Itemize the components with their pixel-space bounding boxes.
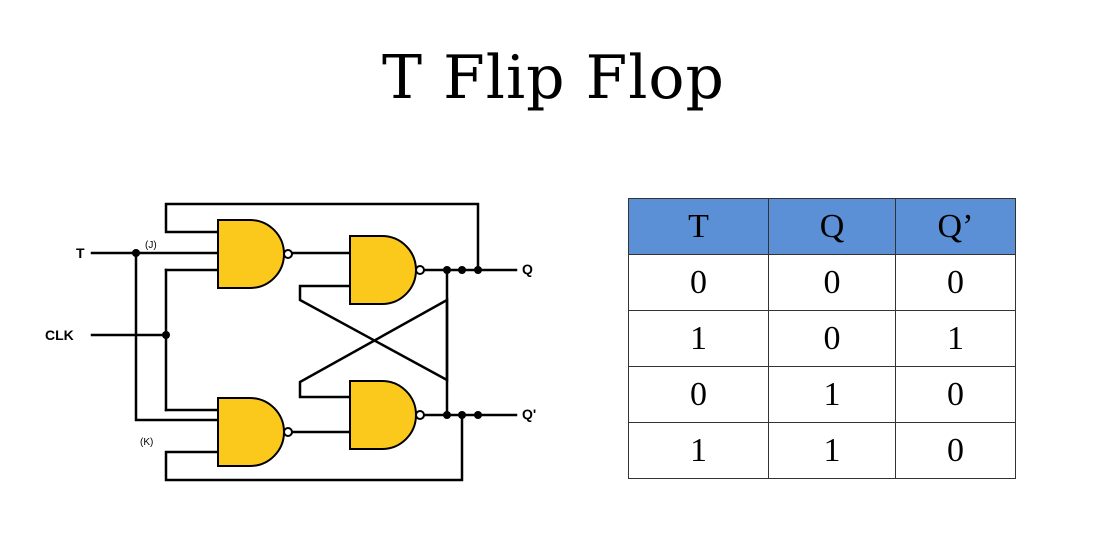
feedback-wire-bottom [164, 413, 464, 482]
cell-q-bar: 0 [895, 254, 1016, 311]
cell-q: 1 [768, 366, 896, 423]
cell-t: 1 [628, 310, 769, 367]
t-flip-flop-circuit-diagram: T CLK Q Q' (J) (K) [45, 202, 536, 482]
table-row: 1 1 0 [628, 422, 1016, 479]
nand-gate-upper-input [217, 219, 285, 289]
k-label: (K) [140, 437, 153, 448]
t-branch-wire [134, 251, 220, 422]
junction-dot-q-2 [458, 266, 466, 274]
cell-t: 0 [628, 366, 769, 423]
inversion-bubble-upper-output [415, 265, 425, 275]
junction-dot-q-bar-2 [458, 411, 466, 419]
cross-wire-q-bar [298, 297, 449, 417]
cell-t: 1 [628, 422, 769, 479]
junction-dot-q-3 [474, 266, 482, 274]
header-t: T [628, 198, 769, 255]
table-row: 0 1 0 [628, 366, 1016, 423]
q-bar-output-label: Q' [522, 406, 536, 422]
t-input-label: T [76, 245, 85, 261]
junction-dot-q-bar-3 [474, 411, 482, 419]
table-row: 0 0 0 [628, 254, 1016, 311]
cell-q-bar: 0 [895, 422, 1016, 479]
junction-dot-q-bar-1 [443, 411, 451, 419]
page-title: T Flip Flop [382, 43, 725, 113]
cell-q: 1 [768, 422, 896, 479]
nand-gate-lower-input [217, 397, 285, 467]
cell-q: 0 [768, 310, 896, 367]
nand-gate-upper-output [349, 235, 417, 305]
truth-table-header-row: T Q Q’ [628, 198, 1016, 255]
header-q: Q [768, 198, 896, 255]
junction-dot-clk [162, 331, 170, 339]
table-row: 1 0 1 [628, 310, 1016, 367]
feedback-wire-top [164, 202, 480, 272]
junction-dot-q-1 [443, 266, 451, 274]
j-label: (J) [145, 240, 157, 251]
inversion-bubble-lower-output [415, 410, 425, 420]
cell-q-bar: 1 [895, 310, 1016, 367]
truth-table: T Q Q’ 0 0 0 1 0 1 0 1 0 1 1 0 [628, 198, 1016, 479]
header-q-bar: Q’ [895, 198, 1016, 255]
q-output-label: Q [522, 261, 533, 277]
cell-t: 0 [628, 254, 769, 311]
inversion-bubble-lower-input [283, 427, 293, 437]
clk-input-label: CLK [45, 327, 74, 343]
cell-q-bar: 0 [895, 366, 1016, 423]
nand-gate-lower-output [349, 380, 417, 450]
inversion-bubble-upper-input [283, 249, 293, 259]
junction-dot-t [132, 249, 140, 257]
cell-q: 0 [768, 254, 896, 311]
